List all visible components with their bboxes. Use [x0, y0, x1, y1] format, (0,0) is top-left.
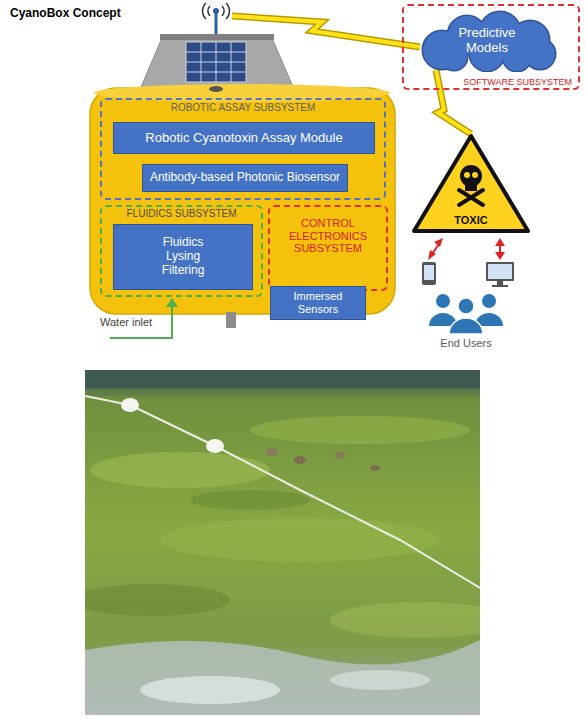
subsystem-group: SOFTWARE SUBSYSTEM Predictive Models — [402, 4, 580, 90]
module-label: Immersed Sensors — [277, 290, 359, 315]
cloud-node: Predictive Models — [412, 10, 562, 72]
text-label: Water inlet — [100, 316, 170, 328]
notification-arrows — [428, 238, 505, 260]
subsystem-label: ROBOTIC ASSAY SUBSYSTEM — [102, 100, 384, 114]
sign-label: TOXIC — [410, 214, 532, 227]
users-icon — [429, 294, 503, 334]
subsystem-group: FLUIDICS SUBSYSTEM Fluidics Lysing Filter… — [100, 205, 263, 297]
subsystem-label: FLUIDICS SUBSYSTEM — [102, 207, 261, 220]
subsystem-group: CONTROL ELECTRONICS SUBSYSTEM — [268, 205, 388, 291]
module-box: Antibody-based Photonic Biosensor — [142, 164, 348, 192]
text-label: End Users — [425, 337, 507, 349]
phone-icon — [422, 262, 436, 285]
module-box: Fluidics Lysing Filtering — [113, 224, 253, 290]
buoy-body — [90, 84, 395, 328]
module-label: Antibody-based Photonic Biosensor — [150, 171, 340, 185]
diagram-title: CyanoBox Concept — [10, 6, 121, 20]
subsystem-group: ROBOTIC ASSAY SUBSYSTEM Robotic Cyanotoxi… — [100, 98, 386, 200]
module-label: Robotic Cyanotoxin Assay Module — [145, 131, 342, 146]
monitor-icon — [486, 262, 514, 287]
module-box: Robotic Cyanotoxin Assay Module — [113, 122, 375, 154]
cloud-label: Predictive Models — [445, 26, 529, 56]
algae-photo — [85, 370, 480, 715]
sensor-box: Immersed Sensors — [270, 286, 366, 320]
module-label: Fluidics Lysing Filtering — [152, 236, 214, 277]
subsystem-label: CONTROL ELECTRONICS SUBSYSTEM — [270, 207, 386, 255]
subsystem-label: SOFTWARE SUBSYSTEM — [463, 77, 572, 87]
warning-sign: TOXIC — [410, 132, 532, 236]
